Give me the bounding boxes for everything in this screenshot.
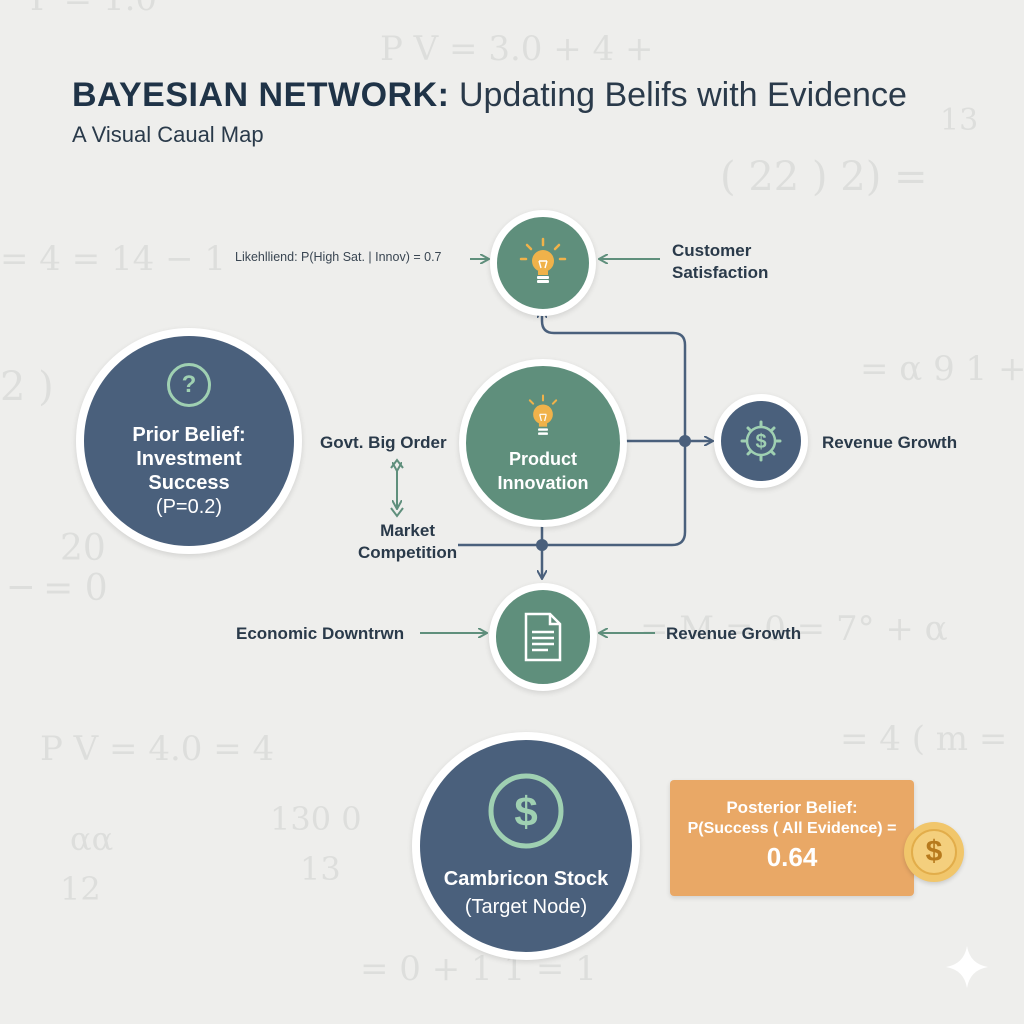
node-prior-belief[interactable]: ? Prior Belief: Investment Success (P=0.… [76, 328, 302, 554]
node-revenue-growth[interactable]: $ [714, 394, 808, 488]
page-title: BAYESIAN NETWORK: Updating Belifs with E… [72, 76, 907, 115]
document-icon [524, 612, 562, 662]
question-icon: ? [167, 363, 211, 407]
node-target-cambricon[interactable]: $ Cambricon Stock (Target Node) [412, 732, 640, 960]
prior-line1: Prior Belief: [132, 424, 246, 446]
revenue-growth-right-label: Revenue Growth [822, 433, 958, 452]
prior-line3: Success [148, 472, 230, 494]
coin-symbol: $ [911, 829, 957, 875]
page-subtitle: A Visual Caual Map [72, 122, 264, 147]
customer-satisfaction-line2: Satisfaction [672, 263, 769, 282]
lightbulb-icon [519, 237, 567, 283]
coin-icon: $ [904, 822, 964, 882]
title-bold: BAYESIAN NETWORK: [72, 76, 450, 114]
posterior-belief-box: Posterior Belief: P(Success ( All Eviden… [670, 780, 914, 896]
lightbulb-icon [528, 394, 558, 435]
sparkle-icon [946, 946, 988, 988]
customer-satisfaction-label: Customer Satisfaction [672, 240, 768, 284]
edge-loop-to-customer-satisfaction [542, 310, 687, 441]
market-competition-line1: Market [380, 521, 435, 540]
innovation-line2: Innovation [497, 473, 589, 493]
likelihood-label: Likehlliend: P(High Sat. | Innov) = 0.7 [235, 250, 442, 264]
prior-line4: (P=0.2) [155, 496, 223, 518]
dollar-gear-icon: $ [740, 420, 782, 462]
posterior-line1: Posterior Belief: [726, 798, 858, 817]
svg-text:$: $ [755, 431, 766, 453]
prior-line2: Investment [136, 448, 242, 470]
node-customer-satisfaction[interactable] [490, 210, 596, 316]
customer-satisfaction-line1: Customer [672, 241, 752, 260]
title-rest: Updating Belifs with Evidence [458, 76, 907, 114]
innovation-line1: Product [508, 449, 577, 469]
economic-downturn-label: Economic Downtrwn [236, 624, 405, 643]
edge-market-competition-branch [458, 441, 687, 547]
node-evidence-document[interactable] [489, 583, 597, 691]
posterior-value: 0.64 [766, 842, 818, 872]
dollar-icon: $ [488, 773, 564, 849]
market-competition-line2: Competition [358, 543, 458, 562]
node-product-innovation[interactable]: Product Innovation [459, 359, 627, 527]
posterior-line2: P(Success ( All Evidence) = [687, 820, 897, 837]
svg-text:$: $ [514, 788, 537, 835]
revenue-growth-bottom-label: Revenue Growth [666, 624, 802, 643]
market-competition-label: Market Competition [358, 520, 457, 564]
govt-big-order-label: Govt. Big Order [320, 433, 447, 452]
target-line1: Cambricon Stock [443, 868, 609, 890]
target-line2: (Target Node) [464, 896, 588, 918]
